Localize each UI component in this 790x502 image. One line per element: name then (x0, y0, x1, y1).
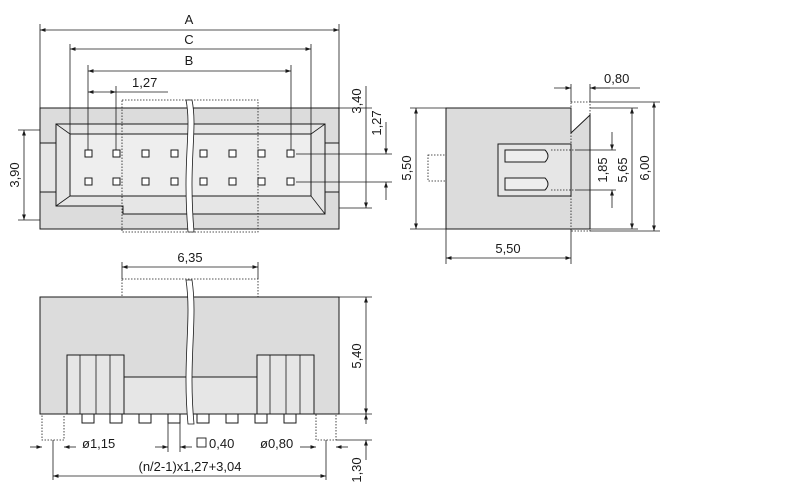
pin (228, 177, 237, 186)
pin (199, 149, 208, 158)
side-view-contact-top (504, 149, 549, 163)
pin-foot (254, 413, 268, 424)
front-view-left-latch (66, 354, 125, 415)
pin-foot (283, 413, 297, 424)
dim-pitch-label: 1,27 (132, 75, 157, 90)
pin (84, 149, 93, 158)
pin (286, 149, 295, 158)
dim-1-85-label: 1,85 (595, 157, 610, 182)
side-view: 0,80 5,50 1,85 5,65 6,00 5,50 (399, 71, 660, 264)
pin (199, 177, 208, 186)
dim-3-40-label: 3,40 (349, 88, 364, 113)
dim-c-label: C (184, 32, 193, 47)
pin (257, 149, 266, 158)
dim-5-50-vertical-label: 5,50 (399, 155, 414, 180)
front-view-right-post (315, 413, 337, 441)
side-view-contact-bottom (504, 177, 549, 191)
square-pin-icon (196, 437, 207, 448)
pin (170, 149, 179, 158)
top-view-left-latch (39, 142, 57, 193)
pin (112, 177, 121, 186)
dim-1-27-vertical-label: 1,27 (369, 110, 384, 135)
dim-pin-0-40-label: 0,40 (209, 436, 234, 451)
front-view-pins (81, 413, 297, 424)
dim-length-formula-label: (n/2-1)x1,27+3,04 (139, 459, 242, 474)
pin-foot (138, 413, 152, 424)
top-view: A C B 1,27 3,90 3,40 1,27 (7, 12, 392, 233)
dim-hole-1-15-label: ø1,15 (82, 436, 115, 451)
dim-5-40-label: 5,40 (349, 343, 364, 368)
front-view-left-post (41, 413, 65, 441)
front-view-right-latch (256, 354, 315, 415)
dim-hole-0-80-label: ø0,80 (260, 436, 293, 451)
top-view-break-line (185, 99, 195, 233)
top-view-pins (84, 149, 295, 186)
pin-foot (167, 413, 181, 424)
pin (141, 177, 150, 186)
pin (257, 177, 266, 186)
dim-a-label: A (185, 12, 194, 27)
dim-5-65-label: 5,65 (615, 157, 630, 182)
dim-6-35-label: 6,35 (177, 250, 202, 265)
front-view: 6,35 5,40 1,30 ø1,15 0,40 ø0,80 (n/2-1)x… (30, 250, 372, 483)
dim-3-90-label: 3,90 (7, 162, 22, 187)
dim-1-30-label: 1,30 (349, 457, 364, 482)
pin (286, 177, 295, 186)
pin-foot (196, 413, 210, 424)
pin (112, 149, 121, 158)
pin (84, 177, 93, 186)
front-view-break-line (185, 279, 195, 425)
pin-foot (81, 413, 95, 424)
pin (170, 177, 179, 186)
pin-foot (225, 413, 239, 424)
pin-foot (109, 413, 123, 424)
dim-6-00-label: 6,00 (637, 155, 652, 180)
side-view-peg-outline (427, 154, 447, 182)
dim-5-50-horizontal-label: 5,50 (495, 241, 520, 256)
dim-b-label: B (185, 53, 194, 68)
dim-0-80-label: 0,80 (604, 71, 629, 86)
pin (141, 149, 150, 158)
pin (228, 149, 237, 158)
top-view-right-latch (324, 142, 340, 193)
